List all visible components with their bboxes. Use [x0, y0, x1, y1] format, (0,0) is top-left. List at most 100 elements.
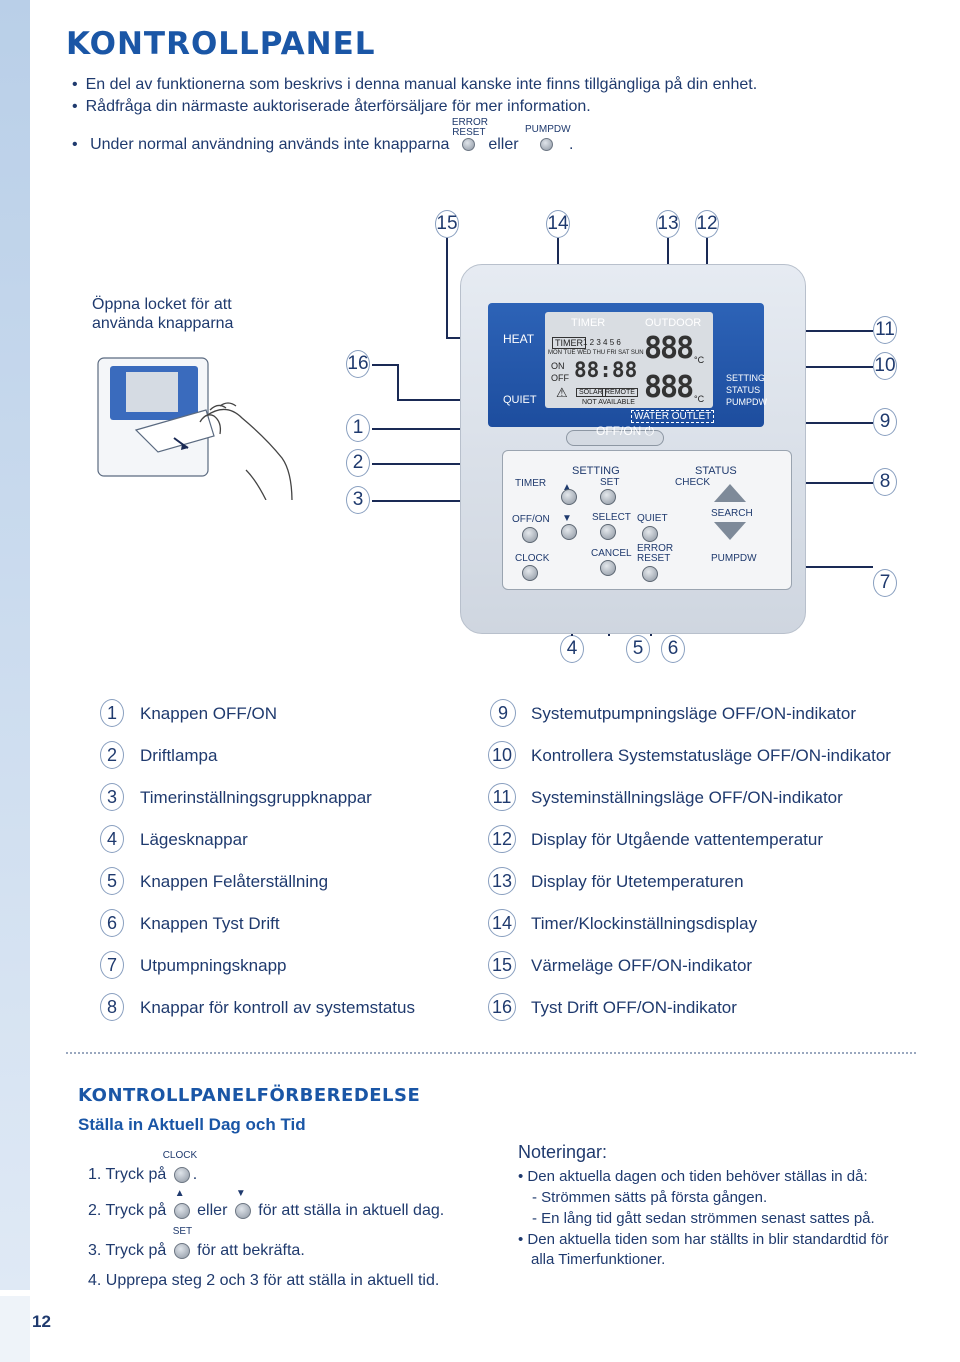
legend-num: 5: [100, 867, 124, 895]
notes-bullet-1: • Den aktuella dagen och tiden behöver s…: [518, 1168, 868, 1185]
callout-4: 4: [560, 635, 584, 663]
legend-text: Tyst Drift OFF/ON-indikator: [531, 998, 737, 1017]
legend-text: Kontrollera Systemstatusläge OFF/ON-indi…: [531, 746, 891, 765]
legend-num: 4: [100, 825, 124, 853]
lcd-offon-label: OFF/ON ⏻: [596, 424, 655, 438]
lcd-deg-2: °C: [694, 394, 705, 404]
set-button[interactable]: [600, 489, 616, 505]
legend-text: Systemutpumpningsläge OFF/ON-indikator: [531, 704, 857, 723]
legend-num: 16: [488, 993, 516, 1021]
leader-11: [745, 330, 873, 332]
step-3-text: 3. Tryck på: [88, 1242, 167, 1259]
clock-inline-label: CLOCK: [162, 1150, 198, 1161]
clock-button[interactable]: [522, 565, 538, 581]
legend-text: Knappen Tyst Drift: [140, 914, 280, 933]
callout-9: 9: [873, 408, 897, 436]
leader-7: [790, 566, 873, 568]
callout-7: 7: [873, 569, 897, 597]
leader-10: [745, 366, 873, 368]
status-down-button[interactable]: [714, 522, 746, 540]
status-up-button[interactable]: [714, 484, 746, 502]
set-inline-label: SET: [172, 1226, 193, 1237]
lcd-not-available: NOT AVAILABLE: [582, 399, 635, 406]
page-number: 12: [32, 1312, 51, 1331]
notes-dash-1: - Strömmen sätts på första gången.: [532, 1189, 768, 1206]
callout-6: 6: [661, 635, 685, 663]
callout-14: 14: [546, 210, 570, 238]
step-3-post: för att bekräfta.: [197, 1242, 305, 1259]
lcd-outdoor-digits: 888: [644, 331, 694, 366]
legend-num: 14: [488, 909, 516, 937]
legend-text: Utpumpningsknapp: [140, 956, 287, 975]
quiet-button[interactable]: [642, 526, 658, 542]
pumpdw-label: PUMPDW: [525, 124, 571, 135]
bullet-3-pre: Under normal användning används inte kna…: [90, 136, 450, 153]
offon-button[interactable]: [522, 527, 538, 543]
legend-num: 9: [490, 699, 516, 727]
bullet-1: En del av funktionerna som beskrivs i de…: [72, 76, 758, 94]
step-2-text: 2. Tryck på: [88, 1202, 167, 1219]
bullet-3-post: .: [569, 136, 574, 153]
up-inline: ▲: [171, 1188, 193, 1220]
pumpdw-inline: PUMPDW: [523, 124, 571, 154]
up-button-icon: [173, 1202, 190, 1219]
leader-8: [760, 482, 873, 484]
leader-16-c: [397, 399, 502, 401]
step-1-text: 1. Tryck på: [88, 1166, 167, 1183]
down-button-icon: [234, 1202, 251, 1219]
label-cancel: CANCEL: [591, 548, 632, 559]
label-search: SEARCH: [711, 508, 753, 519]
label-timer: TIMER: [515, 478, 547, 489]
open-cover-text: Öppna locket för att använda knapparna: [92, 295, 233, 333]
notes-bullet-2: • Den aktuella tiden som har ställts in …: [518, 1231, 889, 1248]
error-reset-button[interactable]: [642, 566, 658, 582]
open-cover-line-1: Öppna locket för att: [92, 296, 232, 313]
set-inline: SET: [171, 1226, 193, 1260]
label-status: STATUS: [695, 465, 737, 477]
lcd-timer-nums: 1 2 3 4 5 6: [583, 338, 621, 347]
leader-15: [446, 238, 448, 338]
select-button[interactable]: [600, 524, 616, 540]
leader-16-a: [372, 364, 398, 366]
legend-text: Display för Utetemperaturen: [531, 872, 744, 891]
section-title: KONTROLLPANELFÖRBEREDELSE: [78, 1085, 421, 1106]
legend-text: Knappen OFF/ON: [140, 704, 278, 723]
hand-opening-cover-illustration: [97, 357, 293, 500]
cancel-button[interactable]: [600, 560, 616, 576]
legend-text: Värmeläge OFF/ON-indikator: [531, 956, 753, 975]
left-sidebar-bar: [0, 0, 30, 1290]
callout-11: 11: [873, 316, 897, 344]
legend-num: 2: [100, 741, 124, 769]
legend-num: 12: [488, 825, 516, 853]
lcd-deg-1: °C: [694, 355, 705, 365]
legend-num: 13: [488, 867, 516, 895]
lcd-remote: REMOTE: [602, 388, 638, 397]
down-button[interactable]: [561, 524, 577, 540]
down-triangle-icon: ▼: [562, 513, 572, 524]
up-button[interactable]: [561, 489, 577, 505]
legend-num: 6: [100, 909, 124, 937]
callout-13: 13: [656, 210, 680, 238]
bullet-2: Rådfråga din närmaste auktoriserade åter…: [72, 98, 591, 116]
legend-num: 15: [488, 951, 516, 979]
legend-num: 7: [100, 951, 124, 979]
callout-3: 3: [346, 486, 370, 514]
legend-num: 3: [100, 783, 124, 811]
bullet-3-mid: eller: [488, 136, 519, 153]
step-2: 2. Tryck på ▲ eller ▼ för att ställa in …: [88, 1188, 444, 1220]
label-quiet: QUIET: [637, 513, 668, 524]
step-2-mid: eller: [197, 1202, 228, 1219]
lcd-solar: SOLAR: [576, 388, 606, 397]
legend-num: 11: [488, 783, 516, 811]
legend-text: Lägesknappar: [140, 830, 248, 849]
lcd-quiet: QUIET: [503, 394, 537, 406]
legend-num: 10: [488, 741, 516, 769]
legend-text: Systeminställningsläge OFF/ON-indikator: [531, 788, 843, 807]
label-select: SELECT: [592, 512, 631, 523]
callout-10: 10: [873, 352, 897, 380]
callout-5: 5: [626, 635, 650, 663]
section-subtitle: Ställa in Aktuell Dag och Tid: [78, 1115, 306, 1134]
clock-button-icon: [173, 1166, 190, 1183]
legend-text: Display för Utgående vattentemperatur: [531, 830, 823, 849]
